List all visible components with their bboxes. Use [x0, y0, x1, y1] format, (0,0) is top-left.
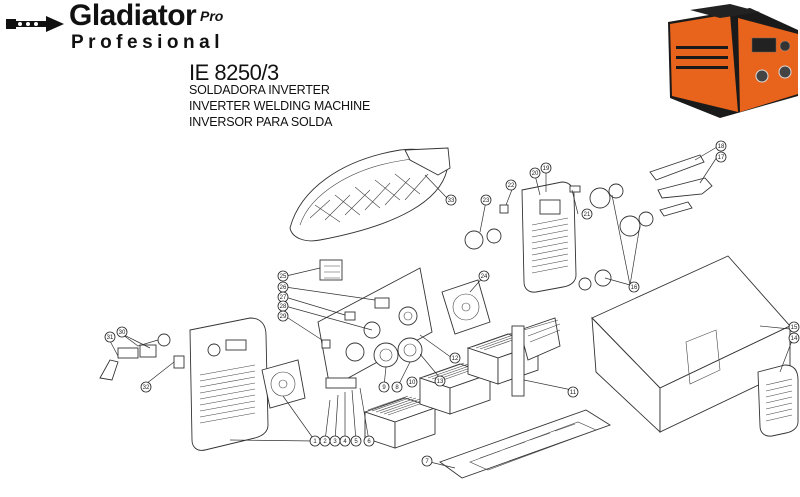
svg-text:21: 21 [584, 212, 591, 218]
svg-text:1: 1 [313, 439, 317, 445]
callout-30: 30 [116, 326, 128, 338]
part-cover [591, 255, 791, 434]
part-side-vent [757, 364, 799, 437]
callout-5: 5 [350, 435, 362, 447]
part-front-panel [189, 317, 306, 451]
svg-text:4: 4 [343, 439, 347, 445]
svg-text:18: 18 [718, 144, 725, 150]
title-english: INVERTER WELDING MACHINE [189, 99, 371, 113]
leader-lines [109, 146, 794, 469]
part-rear-panel [521, 181, 577, 293]
callout-6: 6 [363, 435, 375, 447]
callout-25: 25 [277, 270, 289, 282]
callout-19: 19 [540, 162, 552, 174]
callout-2: 2 [319, 435, 331, 447]
product-photo [668, 4, 798, 118]
callout-20: 20 [529, 167, 541, 179]
svg-text:11: 11 [570, 390, 577, 396]
brand-pro: Pro [200, 8, 224, 24]
callout-15: 15 [788, 321, 800, 333]
callout-27: 27 [277, 291, 289, 303]
callout-28: 28 [277, 300, 289, 312]
svg-text:6: 6 [367, 439, 371, 445]
welding-torch-icon [6, 16, 64, 32]
title-portuguese: INVERSOR PARA SOLDA [189, 115, 333, 129]
brand-subtitle: Profesional [71, 32, 224, 53]
title-spanish: SOLDADORA INVERTER [189, 83, 330, 97]
svg-text:15: 15 [791, 325, 798, 331]
callout-11: 11 [567, 386, 579, 398]
svg-text:29: 29 [280, 314, 287, 320]
part-output-cables [464, 154, 713, 291]
part-base-plate [439, 409, 612, 479]
part-main-pcb [317, 259, 433, 389]
svg-text:25: 25 [280, 274, 287, 280]
callout-14: 14 [788, 332, 800, 344]
svg-text:13: 13 [437, 379, 444, 385]
svg-text:27: 27 [280, 295, 287, 301]
callout-22: 22 [505, 179, 517, 191]
callout-21: 21 [581, 208, 593, 220]
svg-text:22: 22 [508, 183, 515, 189]
svg-text:5: 5 [354, 439, 358, 445]
callout-8: 8 [391, 381, 403, 393]
callout-10: 10 [406, 376, 418, 388]
callout-16: 16 [628, 281, 640, 293]
svg-text:19: 19 [543, 166, 550, 172]
svg-text:33: 33 [448, 198, 455, 204]
svg-text:20: 20 [532, 171, 539, 177]
callout-33: 33 [445, 194, 457, 206]
svg-text:10: 10 [409, 380, 416, 386]
callout-17: 17 [715, 151, 727, 163]
svg-text:9: 9 [382, 385, 386, 391]
callout-7: 7 [421, 455, 433, 467]
svg-text:7: 7 [425, 459, 429, 465]
svg-text:30: 30 [119, 330, 126, 336]
callout-13: 13 [434, 375, 446, 387]
callout-1: 1 [309, 435, 321, 447]
svg-text:3: 3 [333, 439, 337, 445]
svg-text:2: 2 [323, 439, 327, 445]
part-cable-connectors [99, 333, 185, 381]
brand-name: Gladiator [69, 0, 197, 32]
part-fan-rear [441, 279, 491, 335]
callout-9: 9 [378, 381, 390, 393]
svg-text:17: 17 [718, 155, 725, 161]
callout-23: 23 [480, 194, 492, 206]
callout-24: 24 [478, 270, 490, 282]
callout-29: 29 [277, 310, 289, 322]
part-handle [289, 147, 451, 242]
svg-text:16: 16 [631, 285, 638, 291]
svg-text:31: 31 [107, 335, 114, 341]
brand-logo: Gladiator Pro Profesional [4, 0, 240, 54]
svg-text:28: 28 [280, 304, 287, 310]
callouts: 33 24 19 20 22 23 21 18 17 16 30 31 32 2… [104, 140, 800, 467]
svg-text:24: 24 [481, 274, 488, 280]
svg-text:23: 23 [483, 198, 490, 204]
callout-3: 3 [329, 435, 341, 447]
callout-18: 18 [715, 140, 727, 152]
callout-4: 4 [339, 435, 351, 447]
callout-12: 12 [449, 352, 461, 364]
model-number: IE 8250/3 [189, 60, 279, 85]
callout-26: 26 [277, 281, 289, 293]
svg-text:32: 32 [143, 385, 150, 391]
svg-text:12: 12 [452, 356, 459, 362]
svg-text:26: 26 [280, 285, 287, 291]
callout-32: 32 [140, 381, 152, 393]
callout-31: 31 [104, 331, 116, 343]
svg-text:8: 8 [395, 385, 399, 391]
svg-text:14: 14 [791, 336, 798, 342]
